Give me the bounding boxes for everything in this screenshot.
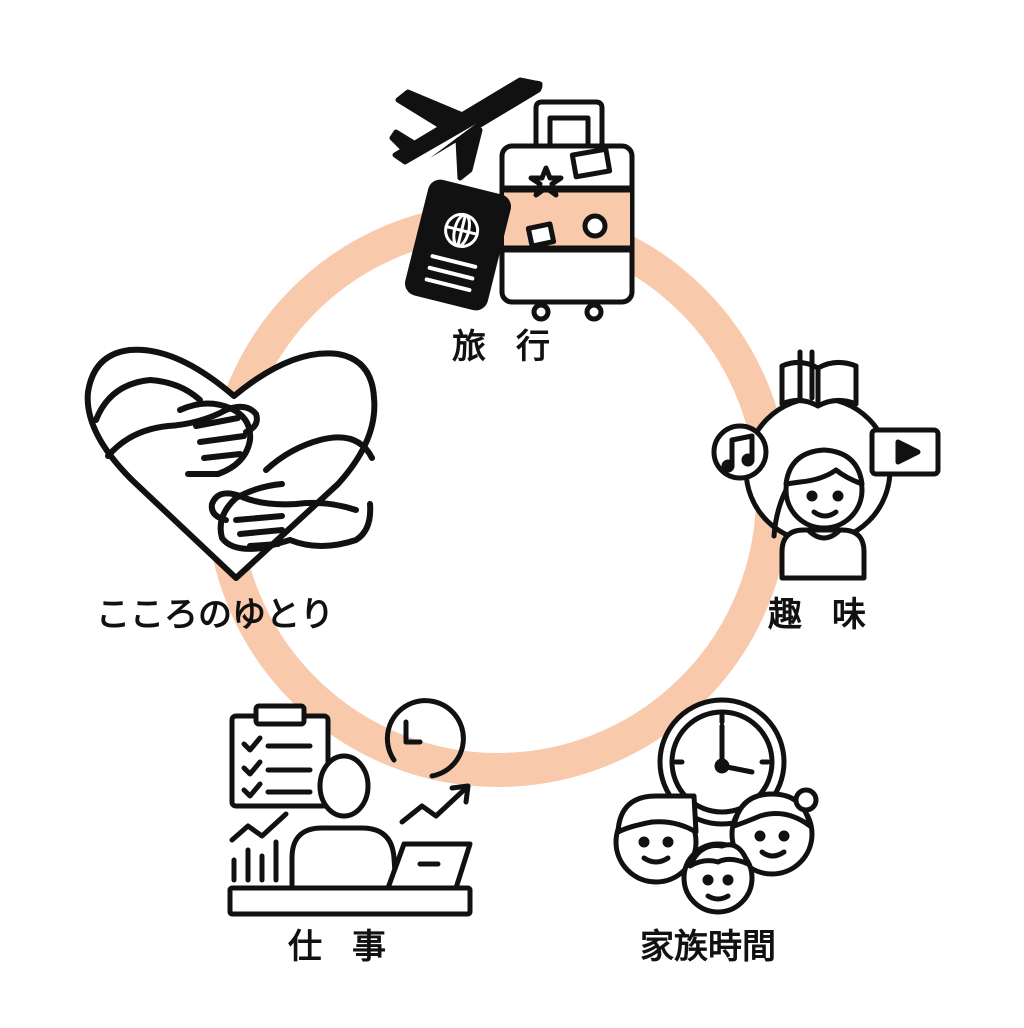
hobby-person-icon	[771, 447, 867, 581]
family-icon	[613, 697, 819, 915]
book-icon	[779, 349, 859, 409]
node-label-travel: 旅行	[452, 327, 580, 367]
family-member-child-icon	[681, 841, 755, 915]
travel-icon	[389, 77, 635, 322]
node-label-mind: こころのゆとり	[96, 595, 334, 635]
passport-icon	[405, 179, 511, 311]
trend-arrow-icon	[229, 783, 471, 843]
laptop-icon	[385, 841, 473, 891]
work-icon	[227, 698, 473, 917]
music-note-icon	[711, 423, 769, 481]
checklist-icon	[229, 703, 331, 809]
airplane-icon	[389, 77, 543, 181]
video-play-icon	[869, 427, 941, 477]
desk-icon	[227, 885, 473, 917]
hobby-icon	[711, 349, 941, 581]
node-label-hobby: 趣味	[768, 595, 896, 635]
heart-embrace-icon	[84, 346, 378, 581]
family-member-left-icon	[613, 793, 699, 885]
node-label-family: 家族時間	[640, 927, 776, 967]
family-member-right-icon	[729, 787, 819, 877]
node-label-work: 仕事	[288, 927, 416, 967]
bar-chart-icon	[231, 839, 279, 883]
work-clock-icon	[384, 698, 466, 779]
clock-icon	[657, 697, 787, 827]
suitcase-icon	[499, 99, 635, 322]
worker-icon	[289, 753, 399, 891]
